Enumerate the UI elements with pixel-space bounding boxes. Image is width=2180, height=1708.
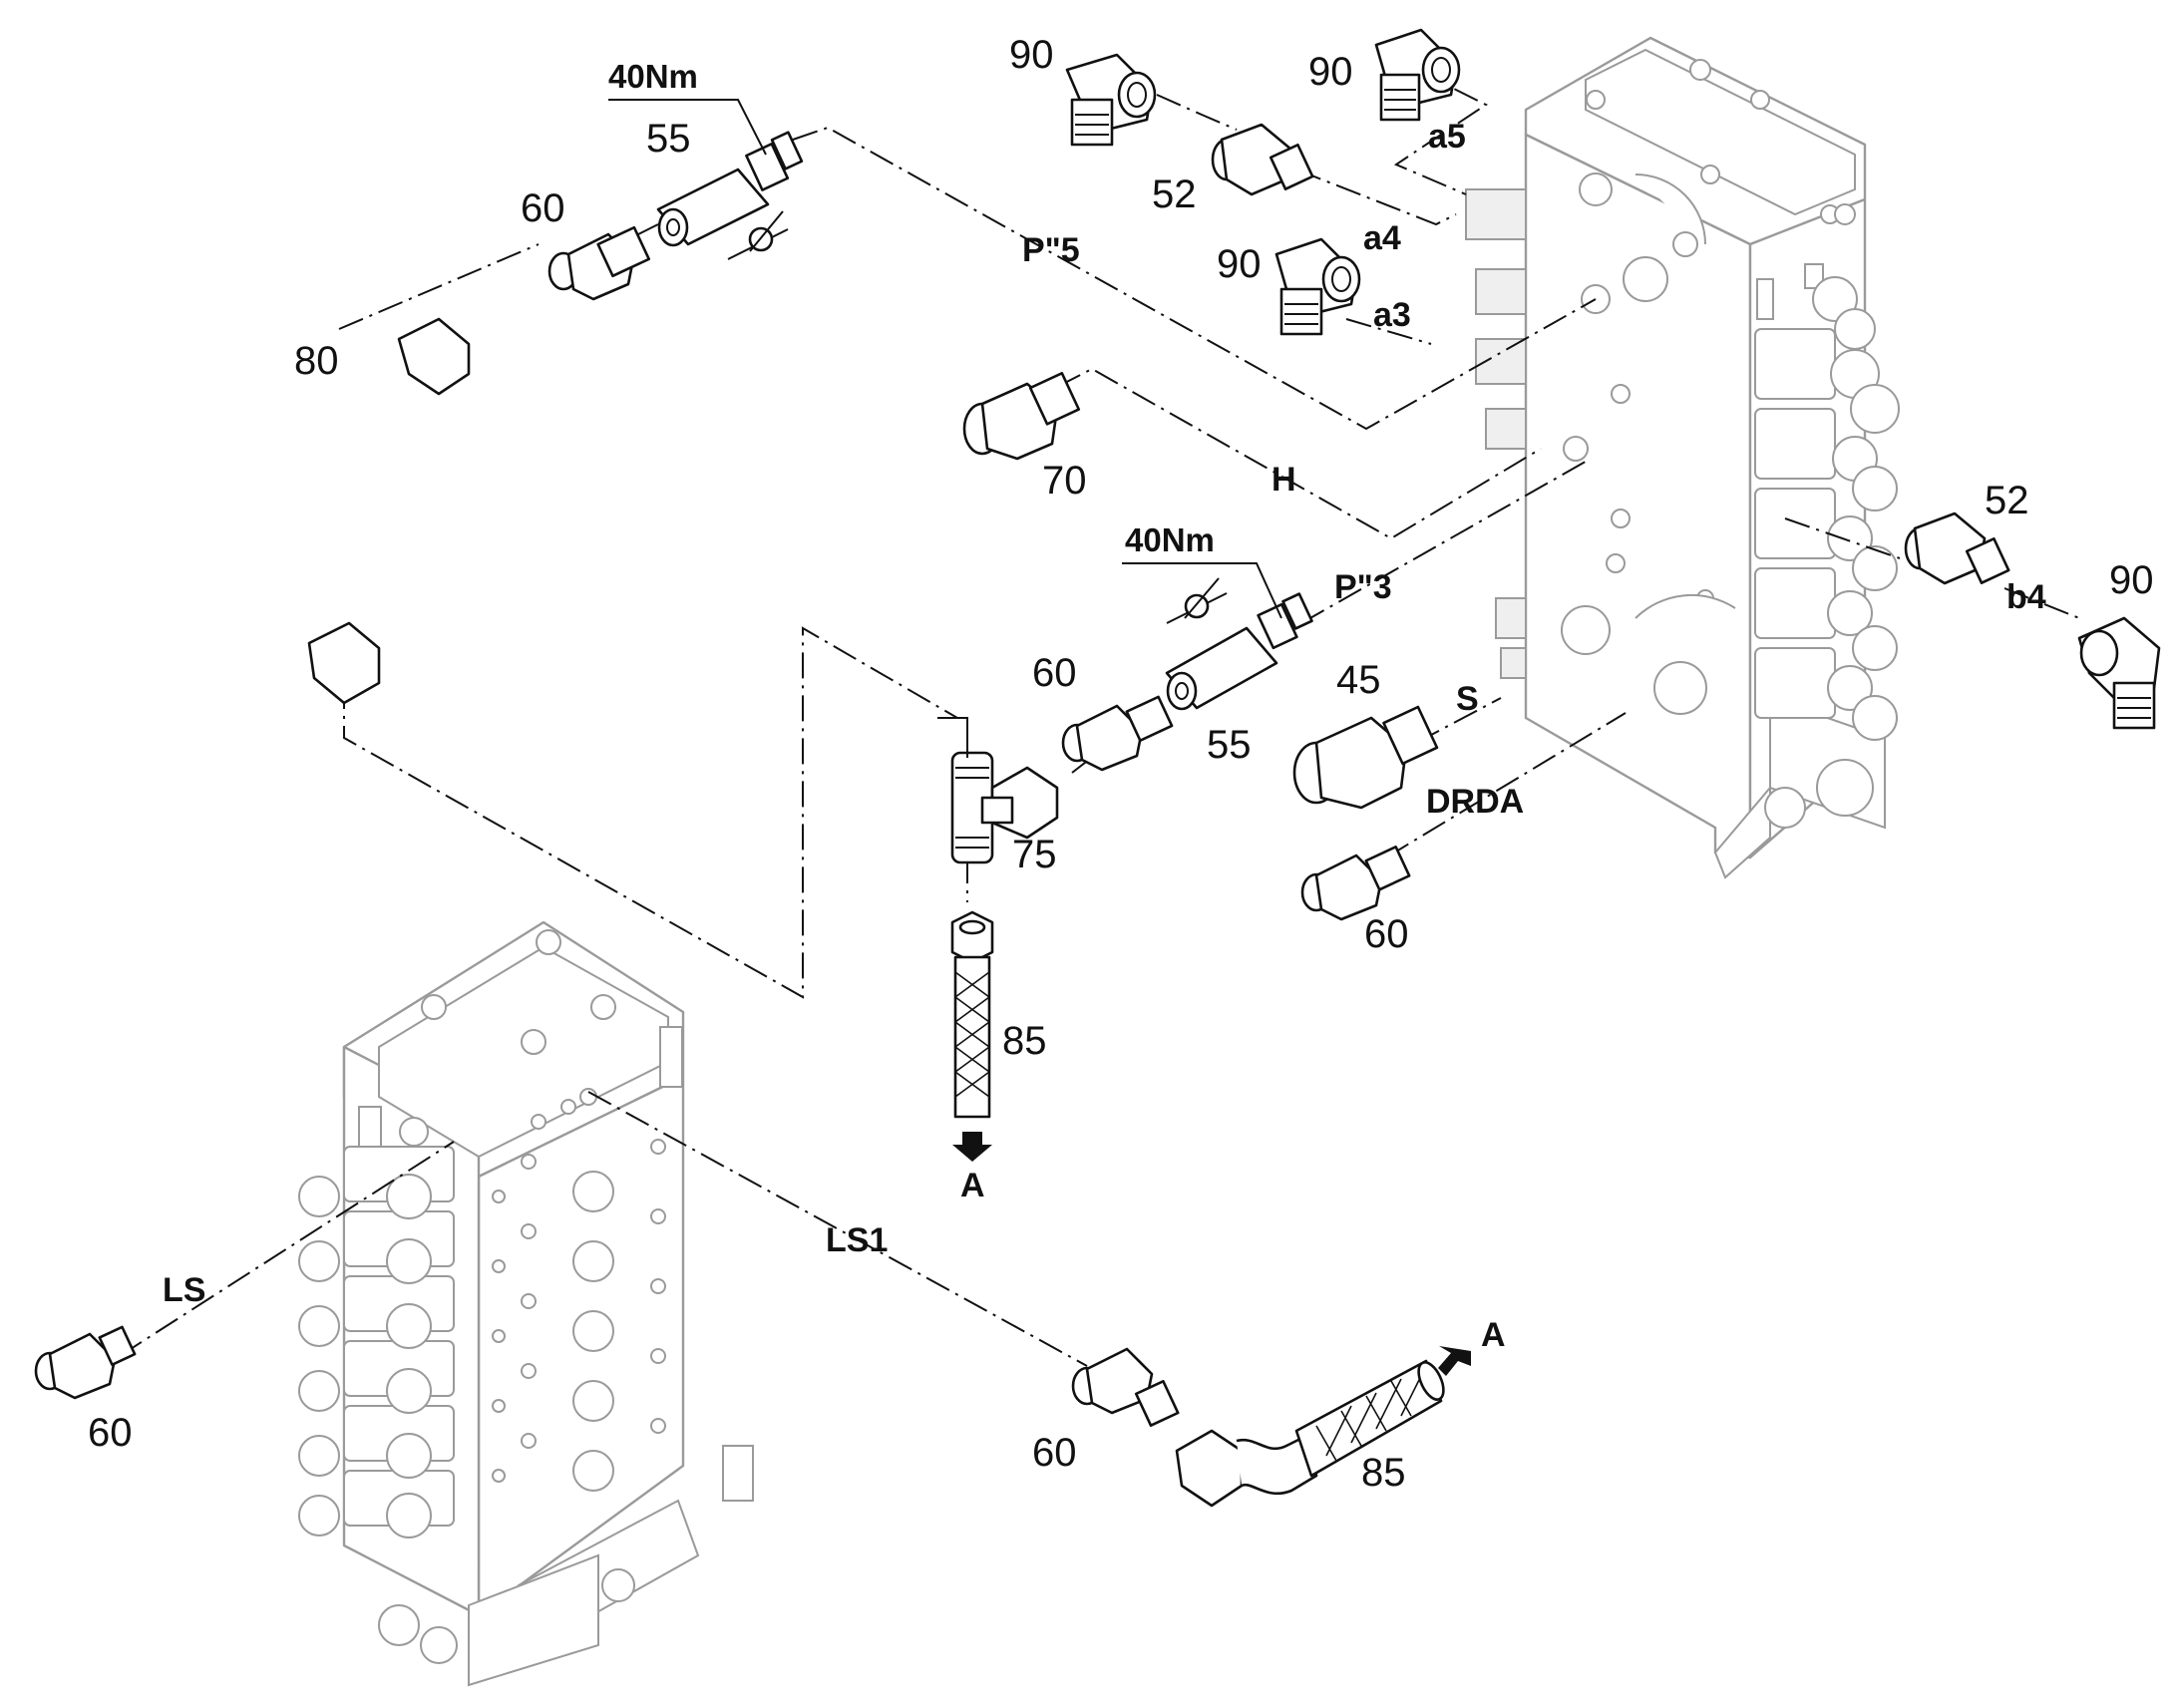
tee-fitting-75 (950, 751, 1059, 864)
port-label-h: H (1272, 461, 1296, 499)
callout-85-vertical: 85 (1002, 1019, 1047, 1063)
callout-70: 70 (1042, 459, 1087, 503)
control-valve-block-left (298, 920, 754, 1687)
callout-60-mid: 60 (1032, 651, 1077, 695)
callout-75: 75 (1012, 833, 1057, 876)
callout-90-c: 90 (1217, 242, 1262, 286)
adapter-52-top (1211, 123, 1314, 196)
plug-45 (1292, 705, 1439, 810)
callout-90-a: 90 (1009, 33, 1054, 77)
port-label-a4: a4 (1363, 219, 1401, 257)
elbow-90-right (2077, 616, 2161, 730)
torque-label-top: 40Nm (608, 58, 698, 95)
adapter-52-right (1904, 512, 2010, 585)
elbow-90-a (1065, 53, 1157, 147)
arrow-label-a-down: A (960, 1167, 985, 1204)
callout-85-bottom: 85 (1361, 1451, 1406, 1495)
callout-60-drda: 60 (1364, 912, 1409, 956)
left-block-face-holes (492, 1088, 666, 1492)
check-valve-symbol-top (727, 210, 789, 260)
callout-60-ls: 60 (88, 1411, 133, 1455)
torque-leader-mid (1122, 562, 1282, 619)
tee-leader (937, 717, 968, 758)
callout-60-ls1: 60 (1032, 1431, 1077, 1475)
callout-80: 80 (294, 339, 339, 383)
fitting-60-ls1 (1071, 1347, 1180, 1427)
plug-60-ls (34, 1325, 137, 1400)
callout-55-mid: 55 (1207, 723, 1252, 767)
port-label-p3: P"3 (1334, 568, 1392, 606)
callout-90-b: 90 (1308, 50, 1353, 94)
port-label-drda: DRDA (1426, 783, 1524, 821)
callout-60-top: 60 (521, 186, 565, 230)
fitting-60-mid (1061, 695, 1174, 772)
port-label-ls1: LS1 (826, 1221, 888, 1259)
callout-55-top: 55 (646, 117, 691, 161)
callout-90-right: 90 (2109, 558, 2154, 602)
check-valve-55-top (656, 131, 804, 247)
port-label-s: S (1456, 680, 1479, 718)
callout-52-right: 52 (1985, 479, 2029, 522)
port-label-a3: a3 (1373, 296, 1411, 334)
check-valve-symbol-mid (1166, 577, 1228, 624)
callout-45: 45 (1336, 658, 1381, 702)
control-valve-block-right (1465, 36, 1900, 879)
port-label-a5: a5 (1428, 118, 1466, 156)
arrow-label-a-left: A (1481, 1316, 1506, 1354)
port-label-p5: P"5 (1022, 231, 1080, 269)
hose-85-bottom (1175, 1346, 1471, 1508)
spool-sections-right (1754, 276, 1900, 741)
connection-lines (119, 69, 2080, 1402)
hose-85-vertical (950, 910, 994, 1162)
port-label-ls: LS (163, 1271, 205, 1309)
torque-label-mid: 40Nm (1125, 521, 1215, 558)
port-label-b4: b4 (2006, 578, 2046, 616)
plug-70 (962, 371, 1081, 461)
torque-leader-top (608, 99, 767, 156)
bent-pipe-80 (307, 317, 486, 705)
spool-sections-left (298, 1117, 455, 1538)
callout-52-top: 52 (1152, 172, 1197, 216)
check-valve-55-mid (1165, 592, 1313, 711)
fitting-60-top (547, 225, 651, 301)
plug-60-drda (1300, 846, 1411, 921)
elbow-90-b (1374, 28, 1461, 122)
elbow-90-c (1274, 237, 1361, 336)
